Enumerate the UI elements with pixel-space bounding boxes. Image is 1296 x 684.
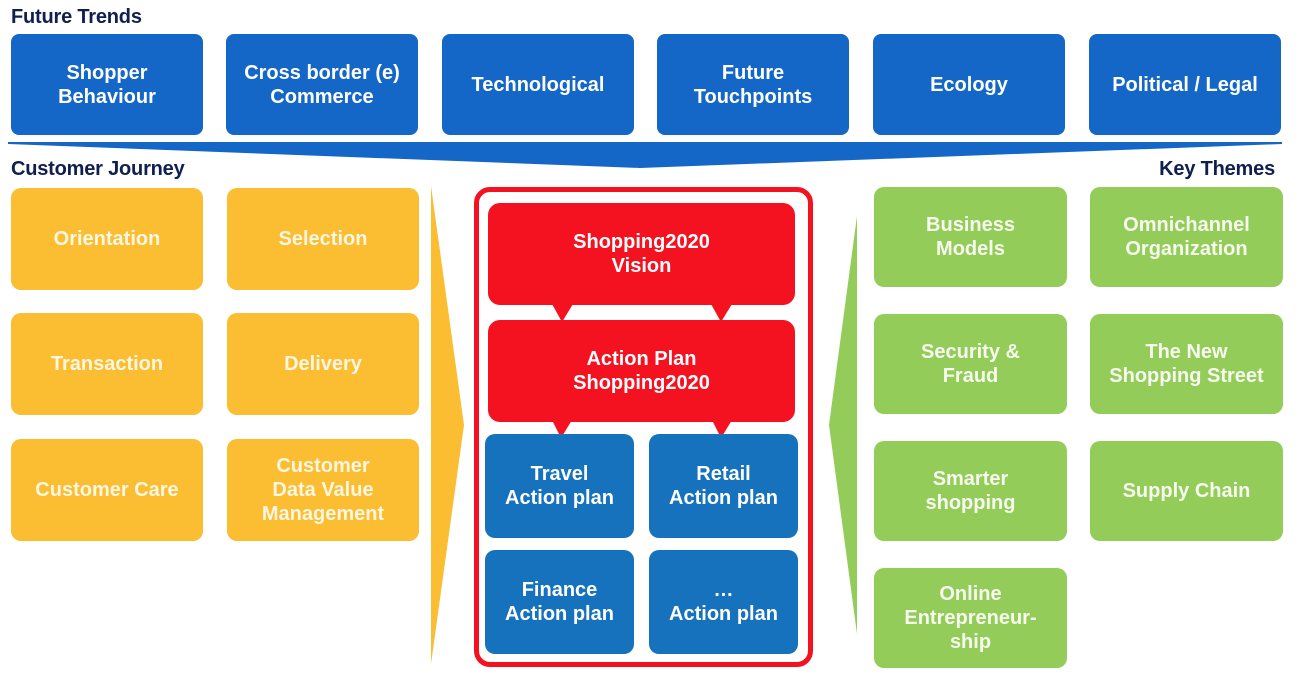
theme-supply-chain: Supply Chain — [1090, 441, 1283, 541]
action-plan-box: Action Plan Shopping2020 — [488, 320, 795, 422]
trend-technological: Technological — [442, 34, 634, 135]
journey-customer-data-value-management: Customer Data Value Management — [227, 439, 419, 541]
vision-box: Shopping2020 Vision — [488, 203, 795, 305]
plan-finance: Finance Action plan — [485, 550, 634, 654]
plan-retail: Retail Action plan — [649, 434, 798, 538]
trend-cross-border-commerce: Cross border (e) Commerce — [226, 34, 418, 135]
trend-future-touchpoints: Future Touchpoints — [657, 34, 849, 135]
action-plan-pointer-left — [552, 420, 572, 438]
trend-shopper-behaviour: Shopper Behaviour — [11, 34, 203, 135]
plan-travel: Travel Action plan — [485, 434, 634, 538]
action-plan-pointer-right — [712, 420, 732, 438]
journey-delivery: Delivery — [227, 313, 419, 415]
theme-online-entrepreneurship: Online Entrepreneur- ship — [874, 568, 1067, 668]
journey-customer-care: Customer Care — [11, 439, 203, 541]
plan-other: … Action plan — [649, 550, 798, 654]
customer-journey-title: Customer Journey — [11, 158, 185, 180]
trend-political-legal: Political / Legal — [1089, 34, 1281, 135]
journey-arrow — [431, 186, 464, 664]
journey-orientation: Orientation — [11, 188, 203, 290]
themes-arrow — [829, 216, 857, 634]
theme-new-shopping-street: The New Shopping Street — [1090, 314, 1283, 414]
theme-security-fraud: Security & Fraud — [874, 314, 1067, 414]
future-trends-title: Future Trends — [11, 6, 142, 28]
trend-ecology: Ecology — [873, 34, 1065, 135]
journey-selection: Selection — [227, 188, 419, 290]
vision-pointer-left — [552, 304, 573, 322]
key-themes-title: Key Themes — [1159, 158, 1275, 180]
vision-pointer-right — [711, 304, 732, 322]
journey-transaction: Transaction — [11, 313, 203, 415]
theme-smarter-shopping: Smarter shopping — [874, 441, 1067, 541]
theme-omnichannel-organization: Omnichannel Organization — [1090, 187, 1283, 287]
trends-funnel-arrow — [8, 142, 1282, 168]
theme-business-models: Business Models — [874, 187, 1067, 287]
